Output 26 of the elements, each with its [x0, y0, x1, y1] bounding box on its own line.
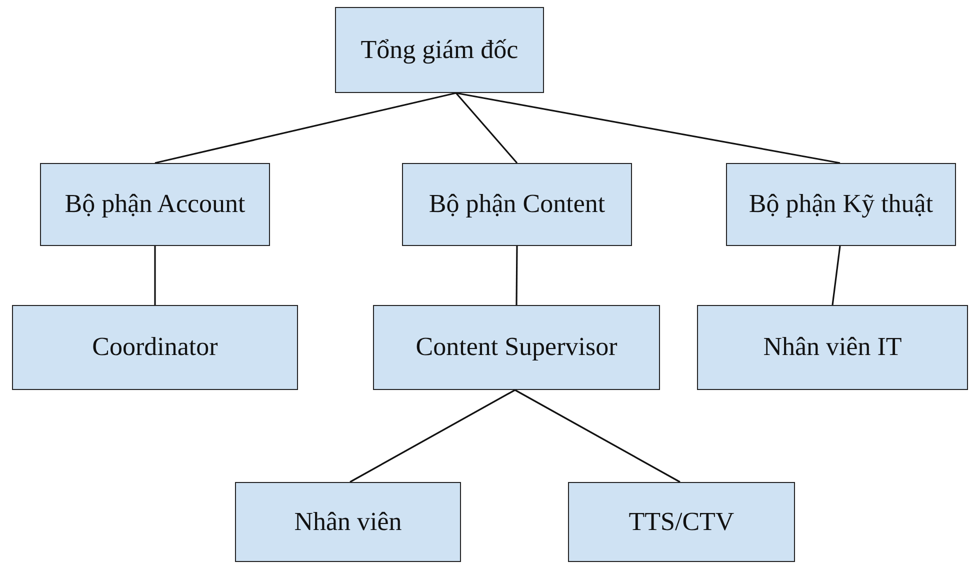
box-label: Nhân viên IT	[763, 331, 902, 364]
org-box	[726, 163, 956, 246]
org-box	[568, 482, 795, 562]
box-label: Nhân viên	[294, 506, 402, 538]
connector-line	[350, 389, 516, 483]
box-label: TTS/CTV	[628, 506, 734, 538]
box-label: Coordinator	[92, 331, 218, 364]
org-box	[335, 7, 544, 93]
box-label: Bộ phận Content	[428, 188, 606, 220]
connector-line	[832, 246, 841, 306]
org-box	[697, 305, 968, 390]
box-label: Content Supervisor	[416, 331, 618, 364]
connector-line	[516, 246, 518, 305]
org-box	[40, 163, 270, 246]
org-box	[373, 305, 660, 390]
box-label: Bộ phận Account	[64, 188, 246, 220]
org-box	[402, 163, 632, 246]
box-label: Tổng giám đốc	[360, 34, 518, 66]
box-label: Bộ phận Kỹ thuật	[748, 188, 934, 220]
org-box	[12, 305, 298, 390]
connector-line	[456, 92, 840, 164]
connector-line	[154, 92, 456, 164]
connector-line	[154, 246, 156, 305]
connector-line	[514, 389, 680, 483]
connector-line	[455, 92, 518, 164]
org-box	[235, 482, 461, 562]
